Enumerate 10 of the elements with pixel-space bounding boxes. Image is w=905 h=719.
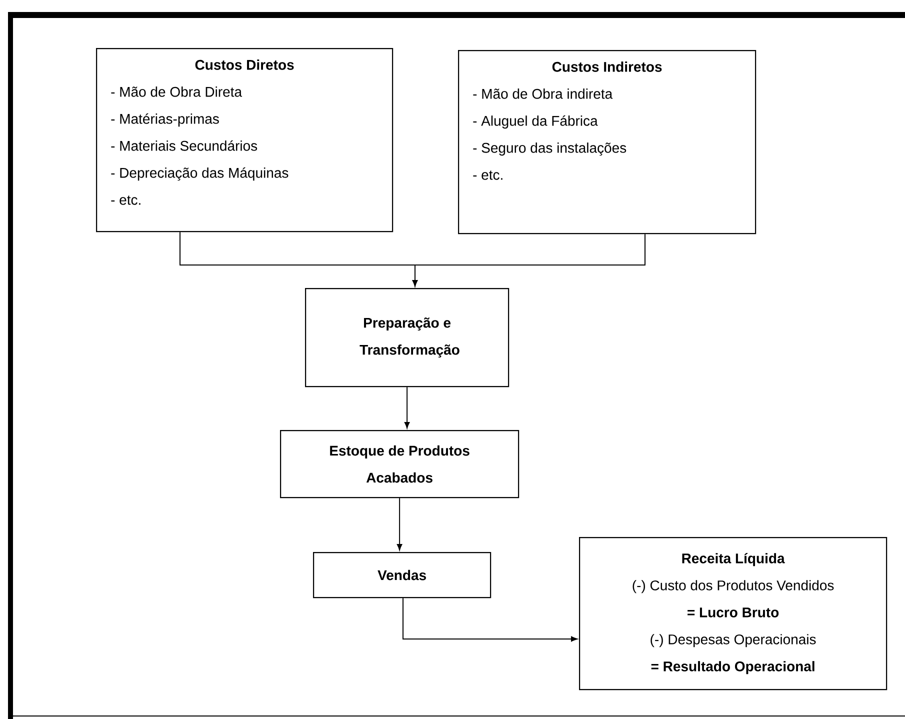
process-box: Estoque de Produtos Acabados	[280, 430, 520, 498]
process-box: Vendas	[313, 552, 492, 598]
result-box: Receita Líquida (-) Custo dos Produtos Vendidos = Lucro Bruto (-) Despesas Operacionais = Resultado Operacional	[579, 537, 888, 690]
arrow	[404, 386, 410, 428]
arrow	[402, 598, 578, 642]
arrow	[396, 498, 402, 550]
cost-list-box: Custos Diretos - Mão de Obra Direta - Matérias-primas - Materiais Secundários - Depreciação das Máquinas - etc.	[96, 48, 394, 232]
cost-list-box: Custos Indiretos - Mão de Obra indireta - Aluguel da Fábrica - Seguro das instalações - etc.	[458, 50, 756, 234]
arrow	[412, 234, 646, 286]
process-box: Preparação e Transformação	[305, 288, 510, 388]
